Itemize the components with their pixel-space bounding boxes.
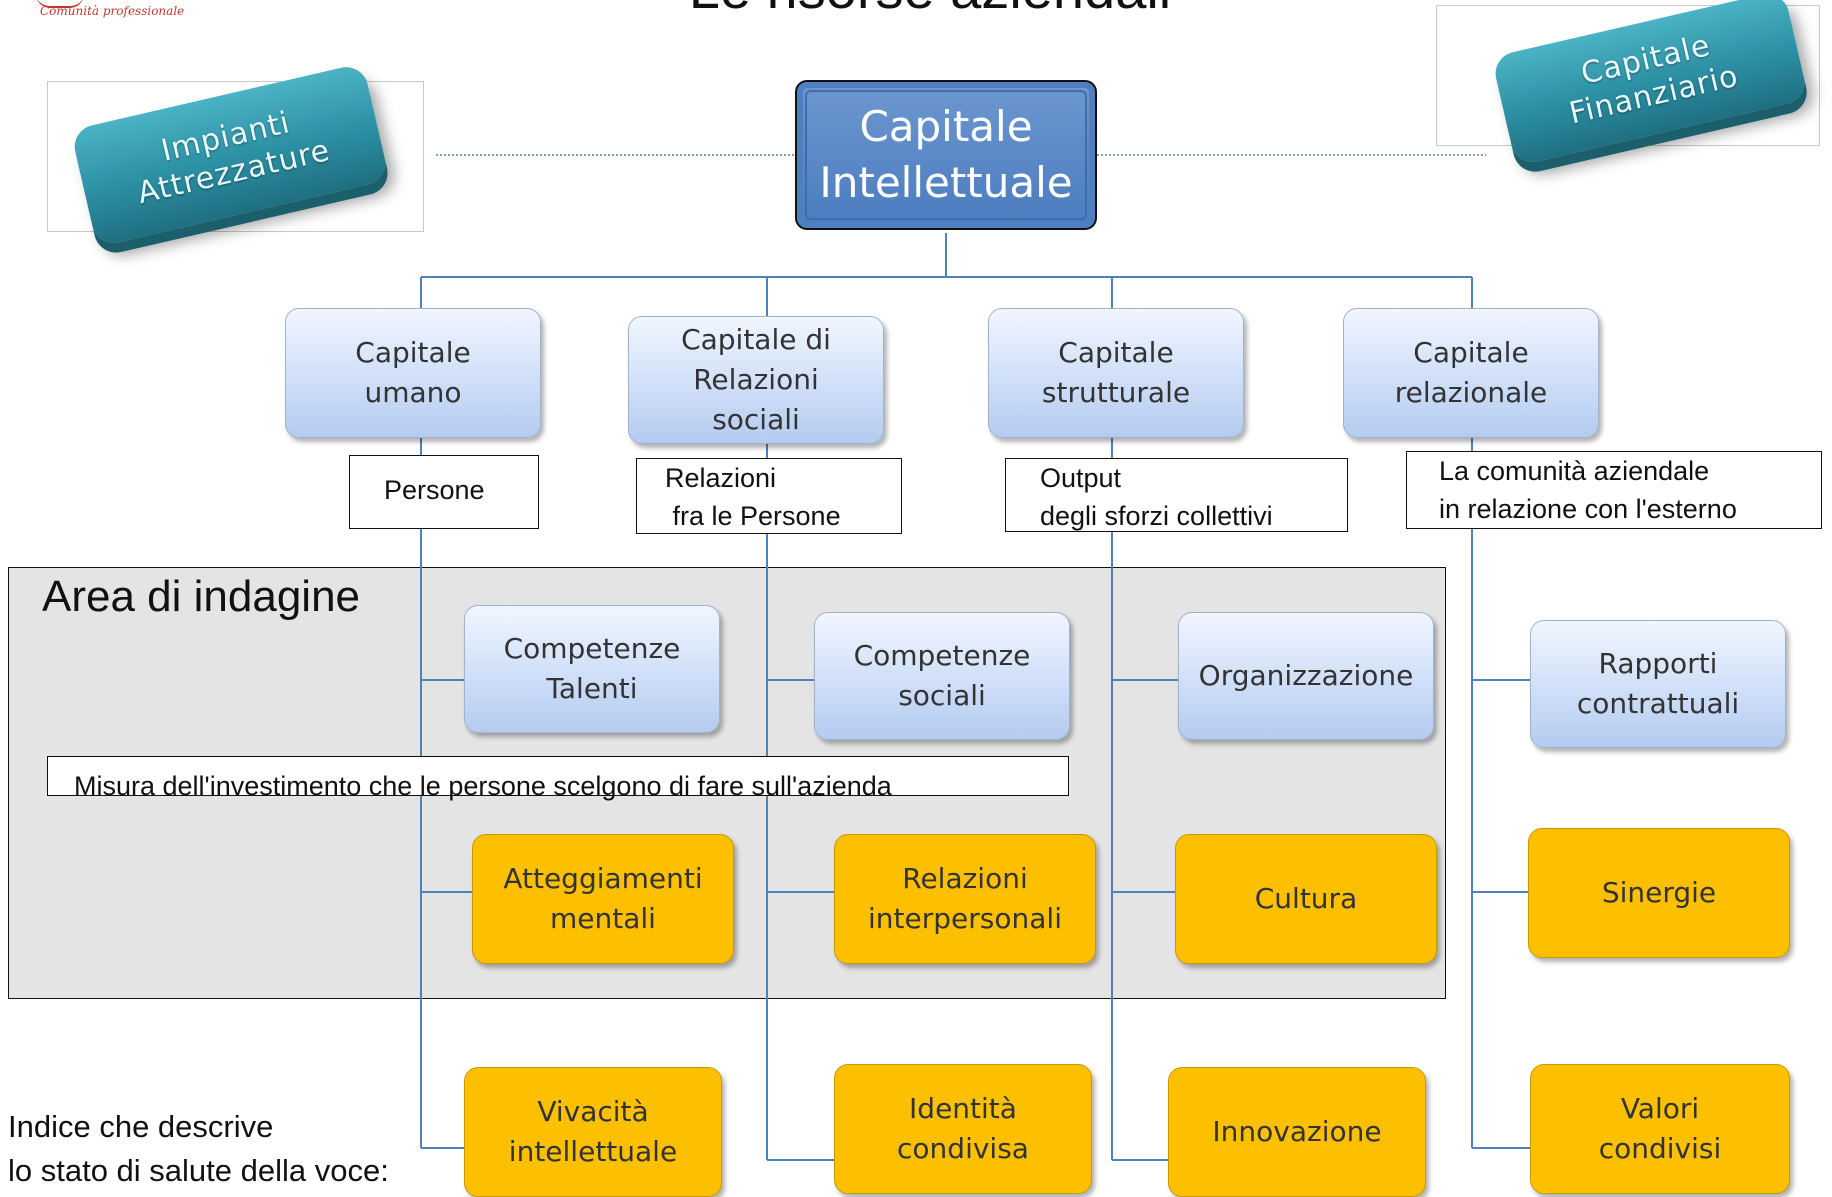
node-valori-condivisi: Valori condivisi bbox=[1530, 1064, 1790, 1194]
root-node-capitale-intellettuale: Capitale Intellettuale bbox=[795, 80, 1097, 230]
root-node-label: Capitale Intellettuale bbox=[819, 102, 1073, 207]
node-organizzazione: Organizzazione bbox=[1178, 612, 1434, 740]
node-innovazione: Innovazione bbox=[1168, 1067, 1426, 1197]
node-vivacita-intellettuale: Vivacità intellettuale bbox=[464, 1067, 722, 1197]
logo-icon bbox=[36, 0, 84, 8]
descriptor-persone: Persone bbox=[349, 455, 539, 529]
node-capitale-umano: Capitale umano bbox=[285, 308, 541, 438]
page-title: Le risorse aziendali bbox=[560, 0, 1300, 21]
node-identita-condivisa: Identità condivisa bbox=[834, 1064, 1092, 1194]
node-atteggiamenti-mentali: Atteggiamenti mentali bbox=[472, 834, 734, 964]
node-relazioni-interpersonali: Relazioni interpersonali bbox=[834, 834, 1096, 964]
node-competenze-sociali: Competenze sociali bbox=[814, 612, 1070, 740]
descriptor-output-sforzi: Output degli sforzi collettivi bbox=[1005, 458, 1348, 532]
root-node-inner-border bbox=[805, 90, 1087, 220]
node-competenze-talenti: Competenze Talenti bbox=[464, 605, 720, 733]
footer-note: Indice che descrive lo stato di salute d… bbox=[8, 1109, 389, 1188]
descriptor-relazioni-persone: Relazioni fra le Persone bbox=[636, 458, 902, 534]
descriptor-comunita-esterno: La comunità aziendale in relazione con l… bbox=[1406, 451, 1822, 529]
node-capitale-relazionale: Capitale relazionale bbox=[1343, 308, 1599, 438]
node-rapporti-contrattuali: Rapporti contrattuali bbox=[1530, 620, 1786, 748]
node-capitale-strutturale: Capitale strutturale bbox=[988, 308, 1244, 438]
area-title: Area di indagine bbox=[42, 572, 361, 621]
measure-note: Misura dell'investimento che le persone … bbox=[47, 756, 1069, 801]
node-cultura: Cultura bbox=[1175, 834, 1437, 964]
node-sinergie: Sinergie bbox=[1528, 828, 1790, 958]
node-capitale-relazioni-sociali: Capitale di Relazioni sociali bbox=[628, 316, 884, 444]
logo-caption: Comunità professionale bbox=[40, 4, 185, 18]
